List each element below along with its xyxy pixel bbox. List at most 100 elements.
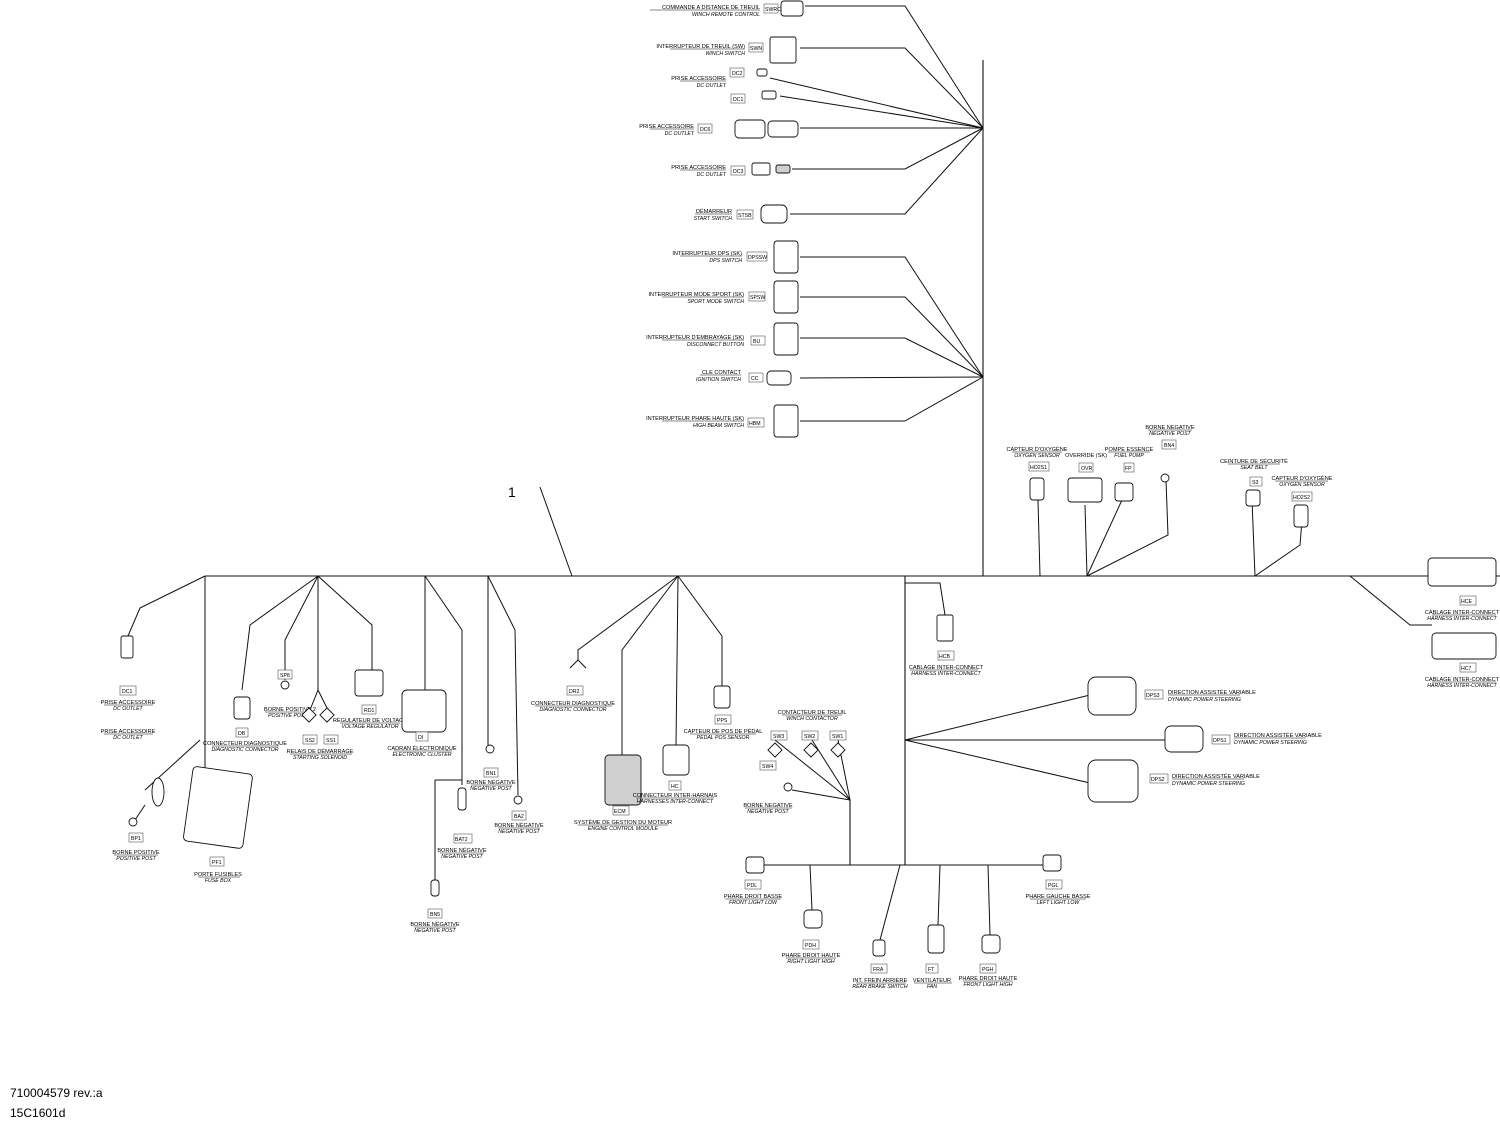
svg-text:SWRC: SWRC	[765, 7, 781, 13]
fuse-box-pf1: PF1 PORTE FUSIBLES FUSE BOX	[183, 766, 253, 884]
svg-text:CADRAN ÉLECTRONIQUE: CADRAN ÉLECTRONIQUE	[387, 745, 457, 752]
svg-text:DC OUTLET: DC OUTLET	[697, 83, 727, 89]
svg-text:BORNE NÉGATIVE: BORNE NÉGATIVE	[410, 921, 460, 928]
fuel-pump-fp: FP POMPE ESSENCE FUEL PUMP	[1105, 447, 1154, 502]
svg-text:CAPTEUR DE POS DE PÉDAL: CAPTEUR DE POS DE PÉDAL	[684, 728, 763, 735]
svg-text:HARNESS INTER-CONNECT: HARNESS INTER-CONNECT	[1427, 683, 1497, 689]
negative-post-bn5: BN5 BORNE NÉGATIVE NEGATIVE POST	[410, 879, 460, 934]
switch-bu: BU INTERRUPTEUR D'EMBRAYAGE (SK) DISCONN…	[646, 322, 799, 356]
svg-text:BORNE NEGATIVE: BORNE NEGATIVE	[743, 803, 793, 809]
connector-swn: SWN INTERRUPTEUR DE TREUIL (SW) WINCH SW…	[656, 36, 797, 64]
svg-text:CABLAGE INTER-CONNECT: CABLAGE INTER-CONNECT	[1425, 610, 1500, 616]
svg-text:PGL: PGL	[1048, 883, 1058, 889]
svg-text:CABLAGE INTER-CONNECT: CABLAGE INTER-CONNECT	[1425, 677, 1500, 683]
svg-text:BORNE POSITIVE 2: BORNE POSITIVE 2	[264, 707, 316, 713]
svg-text:DPS1: DPS1	[1213, 738, 1227, 744]
svg-text:FT: FT	[928, 967, 935, 973]
svg-text:STSB: STSB	[738, 213, 752, 219]
svg-text:START SWITCH: START SWITCH	[694, 216, 733, 222]
svg-text:BN1: BN1	[486, 771, 496, 777]
svg-text:PF1: PF1	[212, 860, 222, 866]
svg-text:HARNESSES INTER-CONNECT: HARNESSES INTER-CONNECT	[637, 799, 714, 805]
svg-text:POMPE ESSENCE: POMPE ESSENCE	[1105, 447, 1154, 453]
svg-text:VOLTAGE REGULATOR: VOLTAGE REGULATOR	[342, 724, 399, 730]
switch-hbm: HBM INTERRUPTEUR PHARE HAUTE (SK) HIGH B…	[646, 404, 799, 438]
svg-text:CONNECTEUR DIAGNOSTIQUE: CONNECTEUR DIAGNOSTIQUE	[203, 741, 287, 747]
svg-text:DÉMARREUR: DÉMARREUR	[696, 208, 732, 215]
callout-number: 1	[508, 484, 516, 500]
svg-text:HC: HC	[671, 784, 679, 790]
connector-dc1-top: DC1	[730, 90, 777, 104]
svg-text:INTERRUPTEUR DPS (SK): INTERRUPTEUR DPS (SK)	[672, 251, 742, 257]
switch-spsw: SPSW INTERRUPTEUR MODE SPORT (SK) SPORT …	[648, 280, 799, 314]
svg-text:DR2: DR2	[569, 689, 579, 695]
center-wires	[539, 486, 723, 755]
power-steering-dps1: DPS1 DIRECTION ASSISTÉE VARIABLE DYNAMIC…	[1164, 725, 1322, 753]
svg-text:BP1: BP1	[131, 836, 141, 842]
svg-text:SS1: SS1	[326, 738, 336, 744]
svg-text:BA2: BA2	[514, 814, 524, 820]
svg-text:OVERRIDE (SK): OVERRIDE (SK)	[1065, 453, 1107, 459]
svg-text:DC2: DC2	[732, 71, 742, 77]
svg-text:PPS: PPS	[717, 718, 728, 724]
light-pgh: PGH PHARE DROIT HAUTE FRONT LIGHT HIGH	[959, 934, 1018, 988]
starting-solenoid: SS2 SS1 RELAIS DE DÉMARRAGE STARTING SOL…	[287, 707, 354, 761]
fan-ft: FT VENTILATEUR FAN	[913, 924, 952, 990]
svg-text:BU: BU	[753, 339, 760, 345]
positive-post-bp1: BP1 BORNE POSITIVE POSITIVE POST	[112, 777, 165, 862]
svg-text:NEGATIVE POST: NEGATIVE POST	[441, 854, 483, 860]
svg-text:PHARE DROIT BASSE: PHARE DROIT BASSE	[724, 894, 783, 900]
svg-text:SW2: SW2	[804, 734, 815, 740]
svg-text:WINCH CONTACTOR: WINCH CONTACTOR	[786, 716, 838, 722]
svg-text:OXYGEN SENSOR: OXYGEN SENSOR	[1014, 453, 1060, 459]
svg-text:RÉGULATEUR DE VOLTAGE: RÉGULATEUR DE VOLTAGE	[333, 717, 408, 724]
drawing-code-label: 15C1601d	[10, 1106, 66, 1120]
svg-text:RIGHT LIGHT HIGH: RIGHT LIGHT HIGH	[787, 959, 835, 965]
svg-text:DC1: DC1	[122, 689, 132, 695]
svg-text:HCB: HCB	[939, 654, 950, 660]
svg-text:CLE CONTACT: CLE CONTACT	[702, 370, 742, 376]
part-number-label: 710004579 rev.:a	[10, 1086, 103, 1100]
svg-text:SW4: SW4	[762, 764, 773, 770]
svg-text:FP: FP	[1125, 466, 1132, 472]
light-pgl: PGL PHARE GAUCHE BASSE LEFT LIGHT LOW	[1026, 854, 1091, 906]
pedal-sensor-pps: PPS CAPTEUR DE POS DE PÉDAL PEDAL POS SE…	[684, 685, 763, 741]
svg-text:INTERRUPTEUR D'EMBRAYAGE (SK): INTERRUPTEUR D'EMBRAYAGE (SK)	[646, 335, 744, 341]
svg-text:FRONT LIGHT HIGH: FRONT LIGHT HIGH	[964, 982, 1013, 988]
svg-text:WINCH SWITCH: WINCH SWITCH	[706, 51, 746, 57]
svg-text:FUEL PUMP: FUEL PUMP	[1114, 453, 1144, 459]
svg-text:PRISE ACCESSOIRE: PRISE ACCESSOIRE	[671, 76, 726, 82]
svg-text:HO2S2: HO2S2	[1293, 495, 1310, 501]
svg-text:DPS3: DPS3	[1146, 693, 1160, 699]
svg-text:DPSSW: DPSSW	[748, 255, 767, 261]
svg-text:DC OUTLET: DC OUTLET	[113, 706, 143, 712]
svg-text:LEFT LIGHT LOW: LEFT LIGHT LOW	[1037, 900, 1081, 906]
svg-text:PRISE ACCESSOIRE: PRISE ACCESSOIRE	[639, 124, 694, 130]
svg-text:SPSW: SPSW	[750, 295, 765, 301]
svg-text:DISCONNECT BUTTON: DISCONNECT BUTTON	[687, 342, 744, 348]
connector-cc: CC CLE CONTACT IGNITION SWITCH	[696, 370, 792, 386]
svg-text:PHARE DROIT HAUTE: PHARE DROIT HAUTE	[959, 976, 1018, 982]
svg-text:CAPTEUR D'OXYGÈNE: CAPTEUR D'OXYGÈNE	[1271, 475, 1332, 482]
svg-text:NEGATIVE POST: NEGATIVE POST	[414, 928, 456, 934]
top-branch-wires	[769, 5, 984, 422]
svg-text:HC7: HC7	[1461, 666, 1471, 672]
svg-text:CC: CC	[751, 376, 759, 382]
svg-text:HBM: HBM	[749, 421, 761, 427]
svg-text:BORNE POSITIVE: BORNE POSITIVE	[112, 850, 160, 856]
svg-text:OXYGEN SENSOR: OXYGEN SENSOR	[1279, 482, 1325, 488]
svg-text:BAT2: BAT2	[455, 837, 468, 843]
negative-post-bn1: BN1 BORNE NÉGATIVE NEGATIVE POST	[466, 744, 516, 792]
outlet-dc1: DC1 PRISE ACCESSOIRE DC OUTLET	[101, 635, 156, 712]
positive-post-sp8: SP8 BORNE POSITIVE 2 POSITIVE POST 2	[264, 669, 316, 719]
winch-contactor: SW3 SW2 SW1 CONTACTEUR DE TREUIL WINCH C…	[767, 710, 847, 758]
svg-text:SS2: SS2	[305, 738, 315, 744]
svg-text:BN4: BN4	[1164, 443, 1174, 449]
svg-text:SW1: SW1	[832, 734, 843, 740]
svg-text:DC OUTLET: DC OUTLET	[113, 735, 143, 741]
svg-text:DI: DI	[418, 735, 423, 741]
svg-text:DIAGNOSTIC CONNECTOR: DIAGNOSTIC CONNECTOR	[539, 707, 606, 713]
svg-text:POSITIVE POST 2: POSITIVE POST 2	[268, 713, 312, 719]
svg-text:INTERRUPTEUR MODE SPORT (SK): INTERRUPTEUR MODE SPORT (SK)	[648, 292, 744, 298]
svg-text:HO2S1: HO2S1	[1030, 465, 1047, 471]
